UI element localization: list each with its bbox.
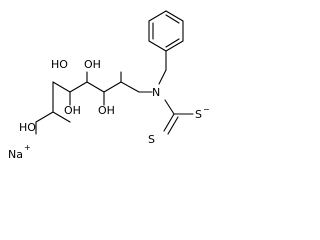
ring-bond — [165, 10, 184, 22]
oh-bond — [52, 111, 71, 123]
ring-double-bond — [165, 38, 180, 48]
structure-canvas: N OH HO OH OH HO S S − Na + — [0, 0, 222, 169]
chain-bond — [35, 111, 54, 123]
sulfur-anion-label: S — [195, 108, 202, 121]
ring-bond — [148, 10, 167, 22]
hydroxyl-label: HO — [51, 58, 68, 71]
chain-bond — [86, 81, 105, 93]
sodium-charge: + — [24, 143, 31, 152]
nitrogen-label: N — [152, 86, 160, 99]
n-c-bond — [164, 99, 175, 115]
sulfur-double-label: S — [148, 133, 155, 146]
hydroxyl-label: OH — [98, 104, 115, 117]
sulfur-charge: − — [203, 105, 210, 114]
hydroxyl-label: OH — [84, 58, 101, 71]
hydroxyl-label: HO — [19, 121, 36, 134]
ring-bond — [165, 40, 184, 52]
chain-bond — [120, 81, 140, 93]
sodium-label: Na — [8, 148, 23, 161]
hydroxyl-label: OH — [64, 104, 81, 117]
ring-bond — [148, 40, 167, 52]
chain-bond — [69, 81, 88, 93]
molecule-structure: N OH HO OH OH HO S S − Na + — [8, 10, 210, 161]
ring-double-bond — [165, 14, 180, 24]
c-s-double-bond — [167, 116, 179, 135]
chain-bond — [103, 81, 122, 93]
benzene-ring — [148, 10, 184, 52]
ch2-n-bond — [158, 69, 167, 85]
chain-bond — [52, 81, 71, 93]
c-s-double-bond — [163, 113, 175, 132]
